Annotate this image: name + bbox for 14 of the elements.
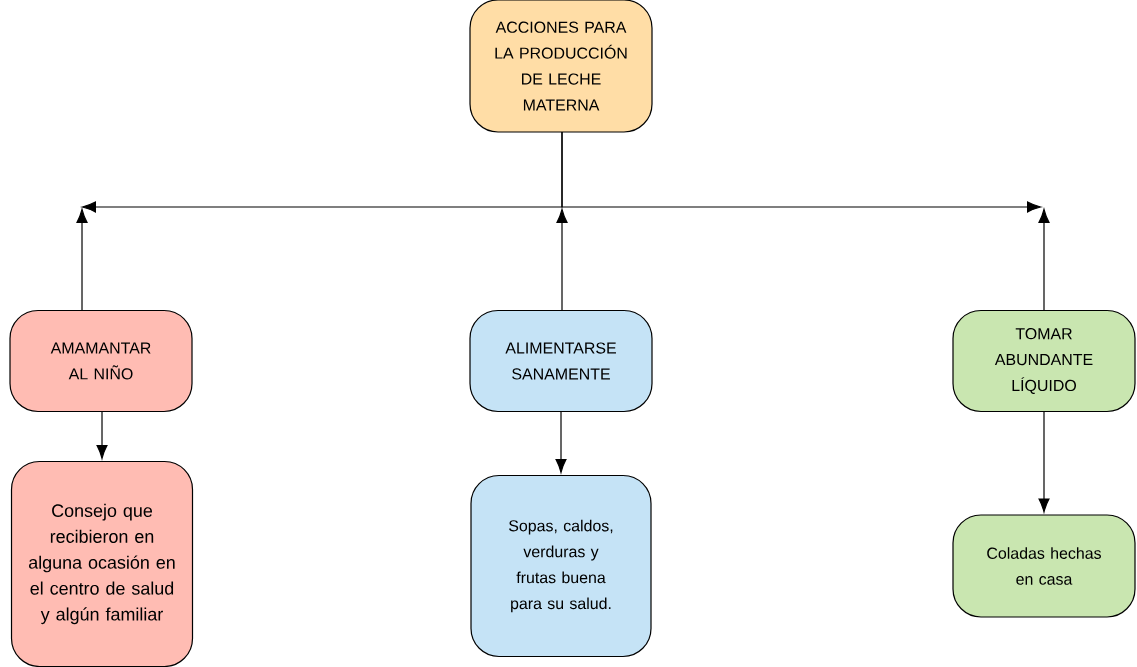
process-box: ALIMENTARSE SANAMENTE: [469, 309, 653, 413]
process-box: Consejo que recibieron en alguna ocasión en el centro de salud y algún familiar: [10, 460, 194, 667]
process-box: TOMAR ABUNDANTE LÍQUIDO: [952, 309, 1136, 413]
process-box: Coladas hechas en casa: [952, 514, 1136, 618]
process-box: Sopas, caldos, verduras y frutas buena para su salud.: [470, 474, 652, 658]
arrow: [76, 208, 88, 311]
process-box: ACCIONES PARA LA PRODUCCIÓN DE LECHE MATERNA: [469, 0, 653, 133]
arrow: [561, 131, 1042, 213]
process-box: AMAMANTAR AL NIÑO: [9, 309, 193, 413]
arrow: [1038, 208, 1050, 311]
arrow: [555, 411, 567, 474]
arrow: [96, 411, 108, 460]
arrow: [1038, 411, 1050, 513]
arrow: [556, 208, 568, 311]
